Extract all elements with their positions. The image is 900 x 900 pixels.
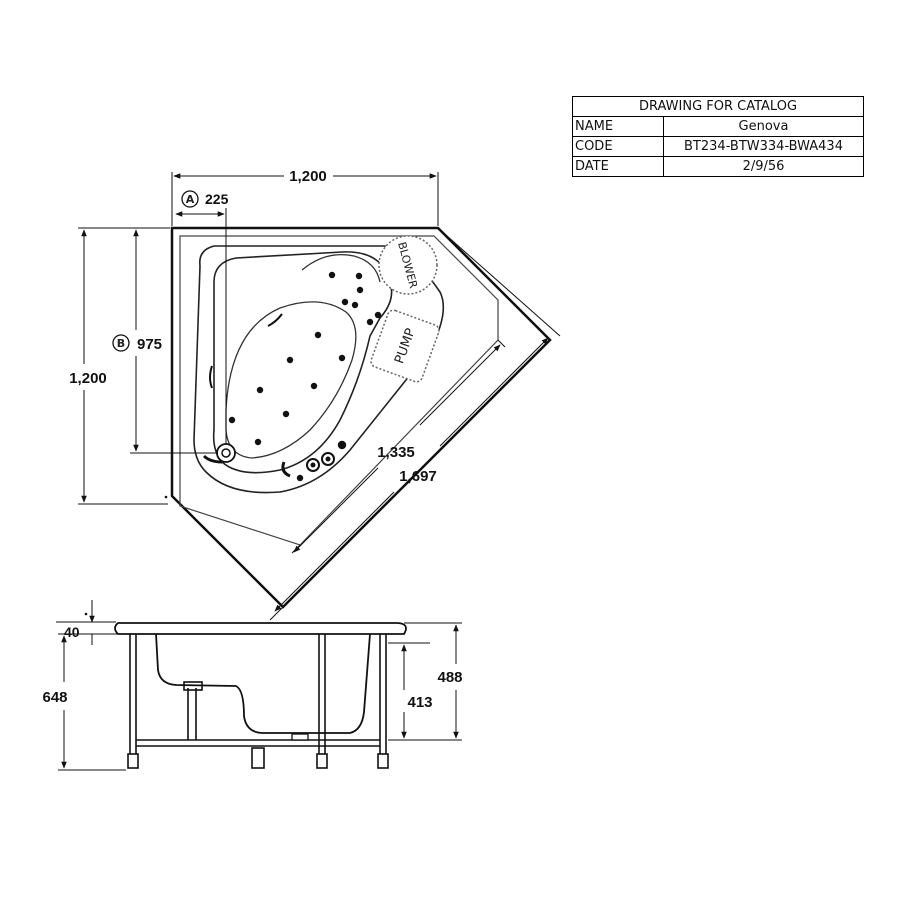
- side-basin: [155, 633, 371, 734]
- tub-basin: [212, 251, 393, 474]
- info-value-code: BT234-BTW334-BWA434: [663, 136, 864, 157]
- control-knobs: [306, 452, 335, 472]
- jets: [228, 271, 382, 482]
- table-row: CODE BT234-BTW334-BWA434: [572, 136, 864, 157]
- side-rim: [114, 622, 407, 635]
- marker-a: A 225: [175, 190, 229, 444]
- handle-left: [209, 365, 213, 389]
- inner-right-dimension: 413: [388, 642, 433, 739]
- plan-view: BLOWER PUMP 1,200 A 225: [69, 168, 561, 621]
- marker-a-value: 225: [205, 191, 229, 207]
- marker-b: B 975: [112, 227, 218, 454]
- inner-right-label: 413: [407, 694, 432, 711]
- rim-dimension: 40: [56, 600, 116, 645]
- depth-dimension: 1,200: [69, 227, 168, 505]
- seat-contour: [225, 301, 357, 459]
- diagonal-outer-label: 1,697: [399, 468, 437, 485]
- info-key-date: DATE: [572, 156, 664, 177]
- blower-component: BLOWER: [378, 235, 438, 295]
- width-dimension: 1,200: [171, 168, 439, 226]
- info-value-date: 2/9/56: [663, 156, 864, 177]
- info-table: DRAWING FOR CATALOG NAME Genova CODE BT2…: [572, 96, 864, 177]
- headrest-groove: [301, 253, 381, 283]
- overall-right-label: 488: [437, 669, 462, 686]
- rim-label: 40: [64, 624, 80, 640]
- diagonal-dimensions: 1,335 1,697: [269, 227, 561, 621]
- side-feet: [127, 747, 389, 769]
- depth-label: 1,200: [69, 370, 107, 387]
- table-row: DATE 2/9/56: [572, 156, 864, 177]
- tub-apron: [193, 245, 445, 494]
- drain-icon: [216, 443, 236, 463]
- marker-a-letter: A: [186, 193, 195, 206]
- side-grip-bottom: [281, 461, 291, 478]
- pump-component: PUMP: [370, 309, 440, 383]
- tub-outline: [170, 226, 552, 609]
- marker-b-value: 975: [137, 336, 162, 353]
- side-frame: [129, 634, 387, 765]
- handle-top: [267, 313, 283, 327]
- side-grip-left: [202, 454, 223, 464]
- total-height-dimension: 648: [42, 633, 126, 771]
- diagonal-inner-label: 1,335: [377, 444, 415, 461]
- overall-right-dimension: 488: [388, 622, 463, 741]
- total-height-label: 648: [42, 689, 67, 706]
- side-view: 40 648 488 413: [42, 600, 463, 771]
- marker-b-letter: B: [117, 337, 125, 350]
- width-label: 1,200: [289, 168, 327, 185]
